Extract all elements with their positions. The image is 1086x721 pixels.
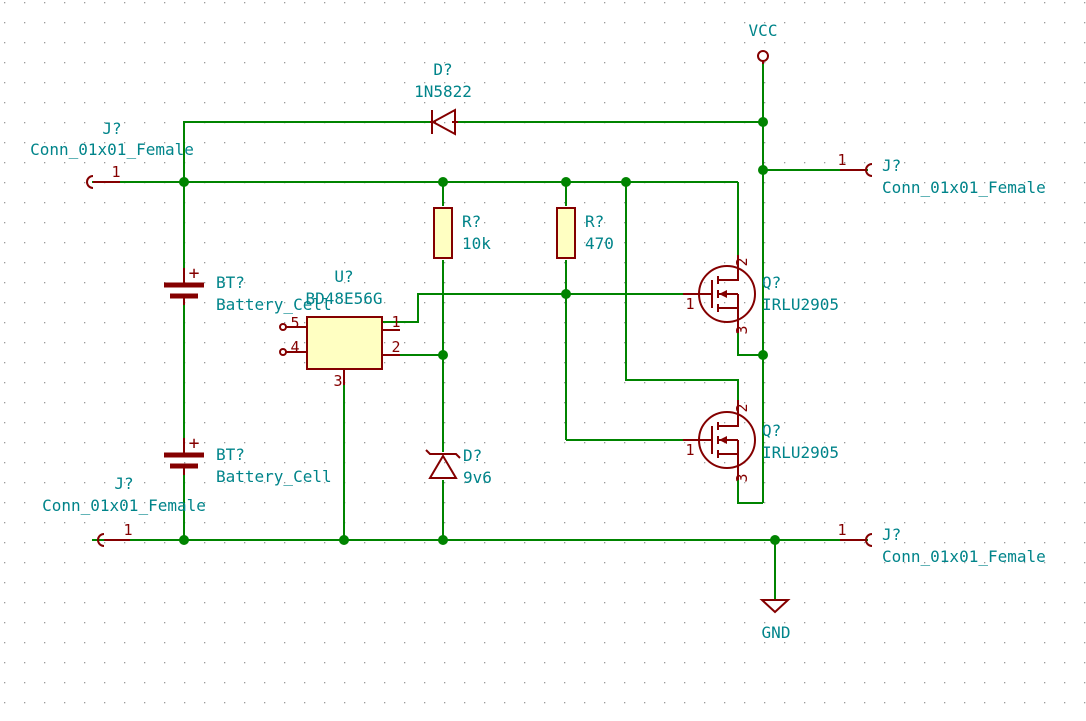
ic-body-icon (306, 316, 383, 370)
mosfet-value: IRLU2905 (762, 295, 839, 314)
battery-ref: BT? (216, 445, 245, 464)
battery-top: + BT? Battery_Cell (164, 263, 332, 314)
resistor-body-icon (433, 207, 453, 259)
zener-value: 9v6 (463, 468, 492, 487)
junction-dot (339, 535, 349, 545)
junction-dot (758, 117, 768, 127)
resistor-10k: R? 10k (433, 207, 491, 259)
mosfet-arrow-icon (719, 436, 727, 444)
mosfet-arrow-icon (719, 290, 727, 298)
junction-dot (179, 177, 189, 187)
battery-ref: BT? (216, 273, 245, 292)
zener-diode: D? 9v6 (425, 446, 492, 487)
junction-dot (438, 350, 448, 360)
connector-left-top: 1 J? Conn_01x01_Female (30, 119, 194, 189)
resistor-ref: R? (462, 212, 481, 231)
vcc-label: VCC (749, 21, 778, 40)
battery-plus: + (189, 433, 200, 454)
mosfet-pin-label: 1 (685, 441, 694, 459)
mosfet-bottom: 1 2 3 Q? IRLU2905 (683, 400, 839, 483)
battery-value: Battery_Cell (216, 467, 332, 486)
zener-bar-icon (425, 449, 461, 459)
junction-dot (561, 177, 571, 187)
ic-pin-label: 3 (333, 372, 342, 390)
connector-ref: J? (102, 119, 121, 138)
mosfet-pin-label: 3 (733, 473, 751, 482)
connector-socket-icon (97, 533, 105, 547)
resistor-value: 10k (462, 234, 491, 253)
battery-value: Battery_Cell (216, 295, 332, 314)
resistor-body-icon (556, 207, 576, 259)
connector-pin: 1 (111, 163, 120, 181)
gnd-label: GND (762, 623, 791, 642)
ic-ref: U? (334, 267, 353, 286)
wires (92, 62, 868, 600)
diode-1n5822: D? 1N5822 (414, 60, 472, 136)
junction-dot (621, 177, 631, 187)
wire-q1-gate (383, 293, 683, 323)
connector-socket-icon (865, 533, 873, 547)
junction-dot (438, 535, 448, 545)
connector-pin: 1 (123, 521, 132, 539)
ic-pin-label: 1 (391, 313, 400, 331)
junctions (179, 117, 780, 545)
zener-triangle-icon (428, 454, 458, 479)
diode-value: 1N5822 (414, 82, 472, 101)
mosfet-top: 1 2 3 Q? IRLU2905 (683, 255, 839, 335)
resistor-ref: R? (585, 212, 604, 231)
mosfet-ref: Q? (762, 273, 781, 292)
ic-bd48e56g: 5 4 1 2 3 U? BD48E56G (279, 267, 401, 390)
resistor-470: R? 470 (556, 207, 614, 259)
connector-right-top: 1 J? Conn_01x01_Female (837, 151, 1045, 197)
ic-nc-icon (279, 348, 287, 356)
mosfet-value: IRLU2905 (762, 443, 839, 462)
diode-triangle-icon (430, 108, 456, 136)
mosfet-ref: Q? (762, 421, 781, 440)
connector-right-bottom: 1 J? Conn_01x01_Female (837, 521, 1045, 566)
ic-nc-icon (279, 323, 287, 331)
connector-value: Conn_01x01_Female (882, 178, 1046, 197)
junction-dot (179, 535, 189, 545)
wire-q2-source (737, 480, 763, 504)
gnd-triangle-icon (759, 599, 791, 614)
junction-dot (770, 535, 780, 545)
zener-ref: D? (463, 446, 482, 465)
vcc-symbol: VCC (749, 21, 778, 64)
junction-dot (758, 350, 768, 360)
junction-dot (758, 165, 768, 175)
connector-pin: 1 (837, 521, 846, 539)
connector-value: Conn_01x01_Female (42, 496, 206, 515)
connector-ref: J? (882, 525, 901, 544)
connector-left-bottom: 1 J? Conn_01x01_Female (42, 474, 206, 547)
wire-diode-left (183, 121, 430, 182)
connector-ref: J? (882, 156, 901, 175)
battery-bottom: + BT? Battery_Cell (164, 433, 332, 486)
connector-socket-icon (86, 175, 94, 189)
connector-socket-icon (865, 163, 873, 177)
diode-ref: D? (433, 60, 452, 79)
ic-pin-label: 5 (290, 314, 299, 332)
battery-plus: + (189, 263, 200, 284)
mosfet-pin-label: 3 (733, 325, 751, 334)
ic-pin-label: 4 (290, 338, 299, 356)
connector-ref: J? (114, 474, 133, 493)
junction-dot (438, 177, 448, 187)
ic-value: BD48E56G (305, 289, 382, 308)
connector-value: Conn_01x01_Female (30, 140, 194, 159)
mosfet-pin-label: 2 (733, 257, 751, 266)
resistor-value: 470 (585, 234, 614, 253)
wire-q1-source (737, 333, 763, 356)
mosfet-pin-label: 2 (733, 403, 751, 412)
connector-value: Conn_01x01_Female (882, 547, 1046, 566)
ic-pin-label: 2 (391, 338, 400, 356)
junction-dot (561, 289, 571, 299)
connector-pin: 1 (837, 151, 846, 169)
wire-q2-drain (625, 182, 739, 400)
mosfet-pin-label: 1 (685, 295, 694, 313)
gnd-symbol: GND (759, 599, 791, 642)
